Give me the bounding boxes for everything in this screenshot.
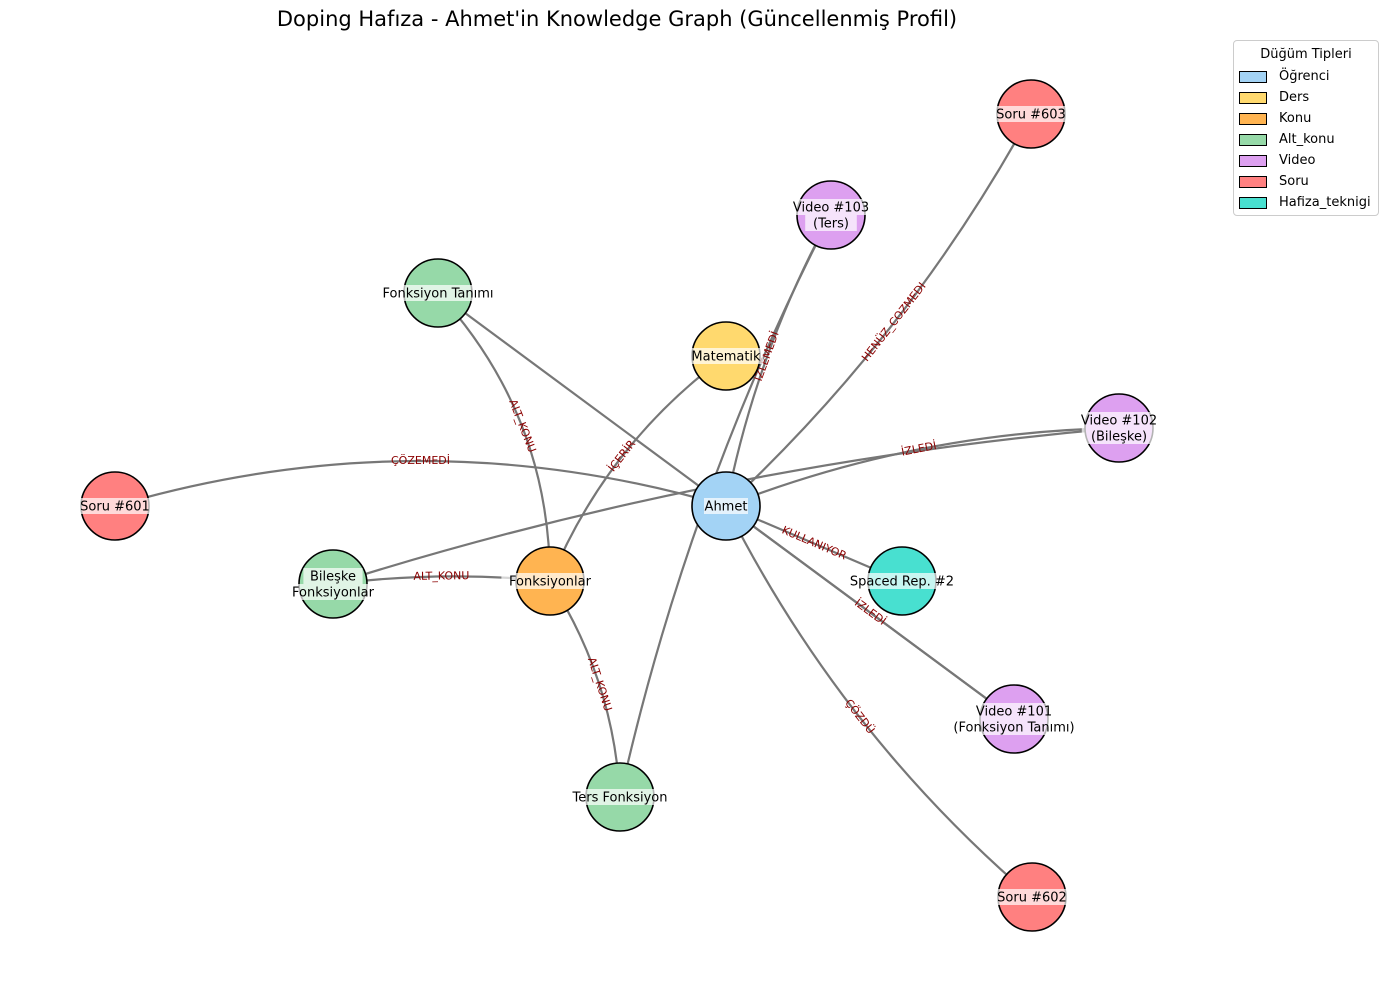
node-label-bg	[1078, 412, 1160, 428]
node-label-bg	[790, 199, 872, 215]
edge-fonksiyonlar-fonk_tanimi	[437, 292, 552, 582]
legend-label: Konu	[1279, 111, 1312, 126]
node-label-bg	[845, 573, 959, 589]
legend-item-ders: Ders	[1234, 87, 1378, 108]
node-label-ahmet: Ahmet	[705, 500, 748, 515]
node-soru602: Soru #602	[994, 862, 1070, 932]
node-video101: Video #101(Fonksiyon Tanımı)	[942, 684, 1086, 754]
edge-label-fonksiyonlar-fonk_tanimi: ALT_KONU	[506, 398, 538, 455]
legend-item-video: Video	[1234, 150, 1378, 171]
node-label-video103: Video #103(Ters)	[793, 201, 869, 232]
node-label-spaced: Spaced Rep. #2	[850, 575, 954, 590]
node-label-bg	[805, 215, 857, 231]
legend-item-alt-konu: Alt_konu	[1234, 129, 1378, 150]
node-label-fonk_tanimi: Fonksiyon Tanımı	[382, 287, 493, 302]
node-ters: Ters Fonksiyon	[563, 762, 677, 832]
edge-ahmet-soru602	[725, 505, 1033, 898]
node-soru601: Soru #601	[77, 471, 153, 541]
node-label-bg	[284, 584, 382, 600]
legend-label: Video	[1279, 153, 1316, 168]
legend-item-konu: Konu	[1234, 108, 1378, 129]
node-label-bg	[501, 573, 599, 589]
node-label-bg	[993, 106, 1069, 122]
legend-item-hafiza-teknigi: Hafiza_teknigi	[1234, 192, 1378, 213]
node-matematik: Matematik	[688, 321, 764, 391]
legend-label: Öğrenci	[1279, 69, 1330, 84]
node-label-video101: Video #101(Fonksiyon Tanımı)	[953, 705, 1074, 736]
node-label-bg	[688, 348, 764, 364]
legend-item-renci: Öğrenci	[1234, 66, 1378, 87]
legend-swatch	[1239, 154, 1267, 167]
node-label-bg	[77, 498, 153, 514]
node-label-bg	[994, 889, 1070, 905]
node-label-soru601: Soru #601	[80, 500, 150, 515]
legend-swatch	[1239, 91, 1267, 104]
edge-ahmet-soru603	[725, 113, 1032, 507]
legend-label: Soru	[1279, 174, 1309, 189]
node-video103: Video #103(Ters)	[790, 180, 872, 250]
edge-ahmet-soru601	[114, 459, 727, 508]
edge-label-ahmet-soru601: ÇÖZEMEDİ	[391, 454, 450, 467]
legend-title: Düğüm Tipleri	[1260, 47, 1352, 62]
node-label-bg	[942, 719, 1086, 735]
node-spaced: Spaced Rep. #2	[845, 546, 959, 616]
node-label-video102: Video #102(Bileşke)	[1081, 414, 1157, 445]
node-label-ters: Ters Fonksiyon	[572, 791, 668, 806]
edge-matematik-fonksiyonlar	[548, 355, 727, 582]
legend-label: Ders	[1279, 90, 1310, 105]
legend-swatch	[1239, 112, 1267, 125]
node-fonksiyonlar: Fonksiyonlar	[501, 546, 599, 616]
node-label-bg	[973, 703, 1055, 719]
node-label-bg	[563, 789, 677, 805]
edge-label-ahmet-video102: İZLEDİ	[900, 439, 937, 459]
node-label-matematik: Matematik	[691, 350, 761, 365]
node-label-fonksiyonlar: Fonksiyonlar	[509, 575, 592, 590]
edge-label-matematik-fonksiyonlar: İÇERİR	[606, 437, 639, 474]
legend-swatch	[1239, 133, 1267, 146]
edge-labels-layer: İZLEDİİZLEDİİZLEMEDİÇÖZEMEDİÇÖZDÜHENÜZ_C…	[391, 280, 938, 737]
legend-label: Alt_konu	[1279, 132, 1335, 147]
edge-label-ahmet-spaced: KULLANIYOR	[780, 524, 849, 563]
edge-label-ahmet-soru603: HENÜZ_COZMEDI	[859, 280, 928, 364]
edge-label-fonksiyonlar-ters: ALT_KONU	[585, 656, 615, 713]
legend-swatch	[1239, 70, 1267, 83]
legend-label: Hafiza_teknigi	[1279, 195, 1371, 210]
legend-item-soru: Soru	[1234, 171, 1378, 192]
node-label-soru602: Soru #602	[997, 891, 1067, 906]
node-soru603: Soru #603	[993, 79, 1069, 149]
edge-ahmet-video102	[725, 426, 1120, 508]
edge-label-fonksiyonlar-bileske: ALT_KONU	[413, 569, 469, 583]
node-label-bg	[704, 498, 748, 514]
legend-swatch	[1239, 175, 1267, 188]
node-fonk_tanimi: Fonksiyon Tanımı	[374, 258, 502, 328]
node-label-bg	[1081, 428, 1157, 444]
node-ahmet: Ahmet	[691, 471, 761, 541]
graph-title: Doping Hafıza - Ahmet'in Knowledge Graph…	[277, 7, 957, 31]
legend-swatch	[1239, 196, 1267, 209]
node-video102: Video #102(Bileşke)	[1078, 393, 1160, 463]
edge-label-ahmet-soru602: ÇÖZDÜ	[842, 697, 877, 737]
node-label-bg	[374, 285, 502, 301]
node-label-bg	[303, 568, 363, 584]
node-label-soru603: Soru #603	[996, 108, 1066, 123]
